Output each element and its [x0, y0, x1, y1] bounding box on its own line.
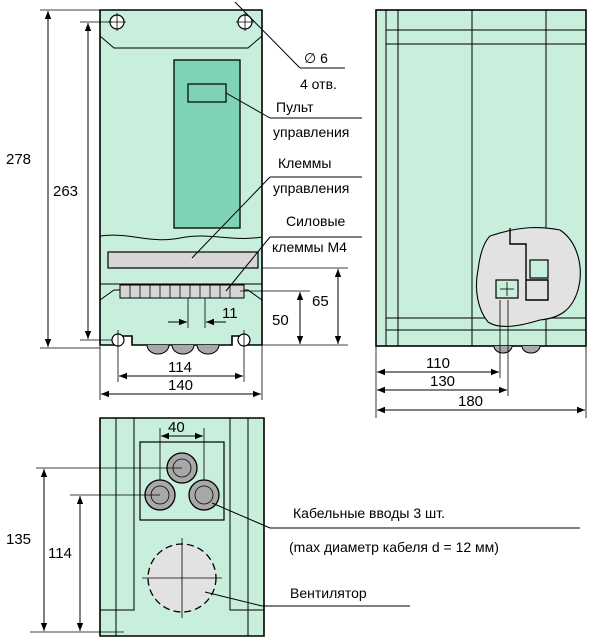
dim-114: 114 — [168, 359, 192, 376]
dim-11: 11 — [222, 305, 238, 322]
control-terminals-label-line2: управления — [273, 180, 349, 196]
control-terminals-label-line1: Клеммы — [278, 155, 331, 171]
dim-130: 130 — [430, 373, 455, 390]
power-terminals-label-line1: Силовые — [286, 213, 346, 229]
dim-50: 50 — [272, 312, 289, 329]
cable-gland-icon — [493, 345, 541, 354]
dim-135: 135 — [6, 531, 31, 548]
dim-180: 180 — [458, 393, 483, 410]
panel-label-line2: управления — [273, 124, 349, 140]
fan-label: Вентилятор — [290, 585, 367, 601]
dim-114-bottom: 114 — [48, 545, 72, 562]
dim-278: 278 — [6, 151, 31, 168]
dim-140: 140 — [168, 377, 193, 394]
cable-glands-label: Кабельные вводы 3 шт. — [293, 505, 445, 521]
panel-display — [187, 83, 227, 103]
control-terminals — [107, 251, 259, 269]
cable-note-label: (max диаметр кабеля d = 12 мм) — [289, 539, 499, 555]
dim-263: 263 — [53, 183, 78, 200]
side-breakout — [475, 227, 581, 328]
mounting-hole-icon — [236, 13, 254, 31]
panel-label-line1: Пульт — [276, 99, 314, 115]
hole-count-label: 4 отв. — [300, 76, 337, 92]
dim-40: 40 — [168, 419, 185, 436]
front-view: ∅ 6 4 отв. Пульт управления Клеммы управ… — [6, 1, 362, 400]
dim-65: 65 — [312, 293, 329, 310]
bottom-view: 40 135 114 Кабельные вводы 3 шт. (max ди… — [6, 417, 580, 637]
power-terminals — [119, 284, 245, 299]
cable-gland-icon — [146, 344, 220, 355]
hole-diameter-label: ∅ 6 — [304, 50, 328, 66]
side-view: 110 130 180 — [375, 9, 587, 418]
dim-110: 110 — [426, 355, 450, 372]
power-terminals-label-line2: клеммы М4 — [272, 239, 347, 255]
fan-icon — [142, 538, 222, 618]
cable-gland-icon — [188, 479, 220, 511]
mounting-hole-icon — [237, 330, 251, 350]
